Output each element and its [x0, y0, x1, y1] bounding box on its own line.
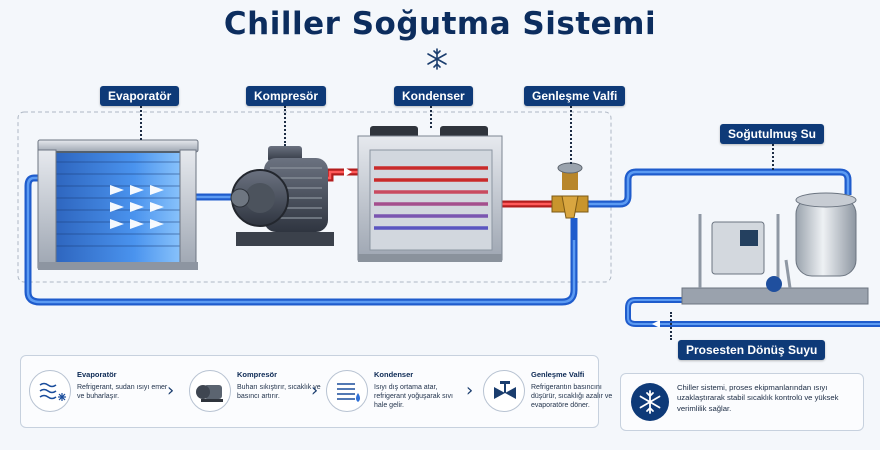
evaporator-icon	[29, 370, 71, 412]
valve-leader	[570, 106, 572, 164]
chevron-right-icon: ›	[167, 380, 175, 401]
condenser-leader	[430, 106, 432, 128]
step-evaporator: Evaporatör Refrigerant, sudan ısıyı emer…	[29, 366, 169, 422]
system-boundary	[17, 111, 612, 283]
valve-icon	[483, 370, 525, 412]
process-skid	[681, 192, 869, 305]
note-text: Chiller sistemi, proses ekipmanlarından …	[677, 383, 839, 413]
step-desc: Isıyı dış ortama atar, refrigerant yoğuş…	[374, 384, 453, 410]
compressor-label: Kompresör	[246, 86, 327, 106]
step-desc: Refrigerantın basıncını düşürür, sıcaklı…	[531, 384, 613, 410]
compressor-leader	[284, 106, 286, 146]
chevron-right-icon: ›	[311, 380, 319, 401]
evaporator-unit	[37, 139, 199, 270]
snowflake-icon	[427, 48, 447, 70]
chevron-right-icon: ›	[466, 380, 474, 401]
condenser-unit	[357, 126, 503, 262]
compressor-icon	[189, 370, 231, 412]
return-water-label: Prosesten Dönüş Suyu	[678, 340, 826, 360]
compressor-unit	[230, 146, 334, 246]
step-desc: Buharı sıkıştırır, sıcaklık ve basıncı a…	[237, 384, 321, 401]
condenser-icon	[326, 370, 368, 412]
return-water-leader	[670, 312, 672, 340]
step-desc: Refrigerant, sudan ısıyı emer ve buharla…	[77, 384, 168, 401]
step-title: Kompresör	[237, 370, 278, 379]
chilled-water-label: Soğutulmuş Su	[720, 124, 824, 144]
step-title: Evaporatör	[77, 370, 117, 379]
steps-panel: Evaporatör Refrigerant, sudan ısıyı emer…	[20, 355, 612, 428]
valve-label: Genleşme Valfi	[524, 86, 626, 106]
evaporator-leader	[140, 106, 142, 140]
step-compressor: Kompresör Buharı sıkıştırır, sıcaklık ve…	[189, 366, 329, 422]
snowflake-icon	[631, 383, 669, 421]
info-note: Chiller sistemi, proses ekipmanlarından …	[620, 373, 864, 431]
evaporator-label: Evaporatör	[100, 86, 180, 106]
step-title: Genleşme Valfi	[531, 370, 585, 379]
condenser-label: Kondenser	[394, 86, 473, 106]
expansion-valve	[551, 162, 589, 240]
step-title: Kondenser	[374, 370, 414, 379]
page-title: Chiller Soğutma Sistemi	[223, 6, 657, 42]
chilled-water-leader	[772, 144, 774, 170]
step-valve: Genleşme Valfi Refrigerantın basıncını d…	[483, 366, 623, 422]
step-condenser: Kondenser Isıyı dış ortama atar, refrige…	[326, 366, 466, 422]
